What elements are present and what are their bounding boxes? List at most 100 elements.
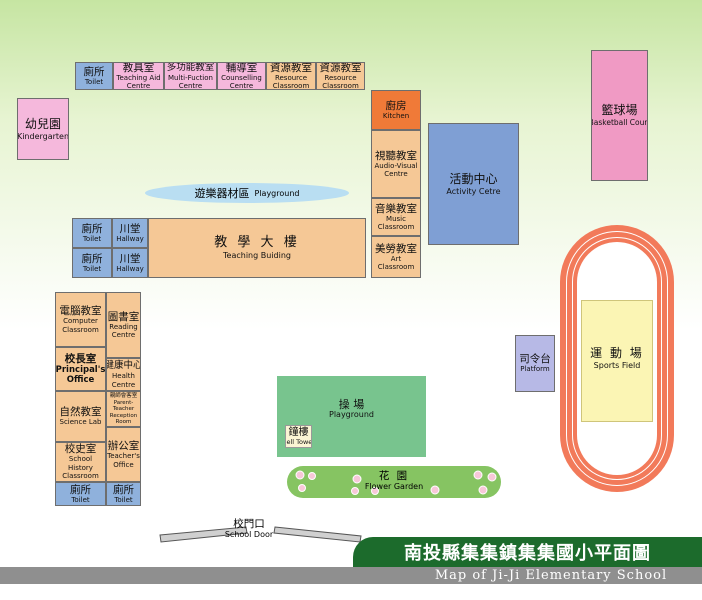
teacher-office[interactable]: 辦公室 Teacher's Office (106, 427, 141, 482)
playground-equipment-area[interactable]: 遊樂器材區 Playground (145, 183, 349, 203)
principal-office[interactable]: 校長室 Principal's Office (55, 347, 106, 391)
room-label-zh: 幼兒園 (24, 116, 61, 131)
hallway-1[interactable]: 川堂 Hallway (112, 218, 148, 248)
room-label-zh: 資源教室 (270, 62, 312, 74)
room-label-en: Health Centre (111, 372, 136, 389)
toilet-left-block-1[interactable]: 廁所 Toilet (55, 482, 106, 506)
reading-centre[interactable]: 圖書室 Reading Centre (106, 292, 141, 358)
room-label-zh: 花 園 (378, 470, 410, 482)
school-door-zh: 校門口 (233, 518, 265, 530)
room-label-zh: 多功能教室 (166, 62, 215, 73)
room-label-en: Activity Cetre (446, 186, 501, 196)
room-label-zh: 廁所 (81, 252, 103, 265)
room-label-zh: 健康中心 (106, 360, 141, 371)
room-label-en: Music Classroom (377, 214, 415, 232)
school-door-en: School Door (224, 530, 274, 539)
room-label-en: Parent-Teacher Reception Room (109, 399, 138, 426)
room-label-en: Basketball Court (591, 118, 648, 127)
room-label-en: Playground (329, 410, 374, 419)
room-label-zh: 音樂教室 (375, 202, 417, 215)
room-label-zh: 活動中心 (449, 171, 498, 186)
room-label-zh: 自然教室 (59, 406, 102, 419)
room-label-zh: 司令台 (519, 353, 551, 366)
kitchen[interactable]: 廚房 Kitchen (371, 90, 421, 130)
activity-centre[interactable]: 活動中心 Activity Cetre (428, 123, 519, 245)
toilet-teaching-2[interactable]: 廁所 Toilet (72, 248, 112, 278)
teaching-building[interactable]: 教 學 大 樓 Teaching Buiding (148, 218, 366, 278)
toilet-left-block-2[interactable]: 廁所 Toilet (106, 482, 141, 506)
room-label-zh: 教具室 (122, 62, 155, 74)
room-label-zh: 辦公室 (107, 440, 140, 452)
art-classroom[interactable]: 美勞教室 Art Classroom (371, 236, 421, 278)
room-label-en: Resource Classroom (322, 73, 359, 90)
room-label-en: Reading Centre (109, 322, 138, 340)
room-label-en: Multi-Fuction Centre (168, 73, 213, 90)
room-label-en: Hallway (116, 264, 144, 273)
room-label-en: Computer Classroom (62, 317, 99, 334)
school-history-classroom[interactable]: 校史室 School History Classroom (55, 442, 106, 482)
room-label-en: Teaching Buiding (223, 251, 291, 260)
room-label-en: Art Classroom (377, 254, 415, 272)
room-label-zh: 美勞教室 (375, 242, 417, 255)
basketball-court[interactable]: 籃球場 Basketball Court (591, 50, 648, 181)
bell-tower[interactable]: 鐘樓 Bell Tower (285, 425, 312, 448)
room-label-zh: 輔導室 (225, 62, 258, 74)
room-label-zh: 廁所 (70, 483, 91, 496)
playground-label-zh: 遊樂器材區 (194, 187, 250, 200)
title-english-wrap: Map of Ji-Ji Elementary School (400, 567, 702, 584)
room-label-zh: 教 學 大 樓 (214, 235, 300, 250)
room-label-en: Platform (520, 365, 550, 374)
room-label-en: Resource Classroom (272, 73, 310, 90)
audio-visual-centre[interactable]: 視聽教室 Audio-Visual Centre (371, 130, 421, 198)
room-label-zh: 親師會客室 (109, 392, 138, 399)
resource-classroom-1[interactable]: 資源教室 Resource Classroom (266, 62, 316, 90)
room-label-zh: 校史室 (64, 443, 97, 456)
room-label-zh: 廁所 (113, 483, 134, 496)
sports-field[interactable]: 運 動 場 Sports Field (581, 300, 653, 422)
room-label-en: Teacher's Office (107, 452, 140, 469)
room-label-en: Flower Garden (364, 482, 424, 491)
room-label-zh: 運 動 場 (590, 346, 644, 360)
room-label-en: Toilet (71, 495, 90, 504)
room-label-zh: 廁所 (81, 222, 103, 235)
toilet-top[interactable]: 廁所 Toilet (75, 62, 113, 90)
room-label-en: Kindergarten (17, 131, 69, 141)
school-door-label[interactable]: 校門口 School Door (205, 518, 293, 540)
teaching-aid-centre[interactable]: 教具室 Teaching Aid Centre (113, 62, 164, 90)
platform[interactable]: 司令台 Platform (515, 335, 555, 392)
room-label-en: Toilet (82, 234, 102, 243)
room-label-zh: 廁所 (83, 65, 105, 78)
room-label-zh: 籃球場 (601, 103, 638, 117)
resource-classroom-2[interactable]: 資源教室 Resource Classroom (316, 62, 365, 90)
room-label-en: Teaching Aid Centre (116, 73, 161, 90)
central-playground[interactable]: 操 場 Playground (277, 376, 426, 457)
room-label-en: Science Lab (59, 418, 102, 427)
music-classroom[interactable]: 音樂教室 Music Classroom (371, 198, 421, 236)
school-gate-walls (159, 526, 362, 543)
room-label-zh: 校長室 (64, 353, 97, 365)
room-label-en: Toilet (114, 495, 133, 504)
kindergarten[interactable]: 幼兒園 Kindergarten (17, 98, 69, 160)
flower-garden[interactable]: 花 園 Flower Garden (287, 466, 501, 498)
room-label-zh: 操 場 (338, 398, 365, 411)
room-label-en: Kitchen (382, 111, 410, 120)
flower-garden-label: 花 園 Flower Garden (287, 470, 501, 492)
room-label-en: Hallway (116, 234, 144, 243)
room-label-en: Toilet (84, 77, 104, 86)
science-lab[interactable]: 自然教室 Science Lab (55, 391, 106, 442)
computer-classroom[interactable]: 電腦教室 Computer Classroom (55, 292, 106, 347)
room-label-zh: 廚房 (385, 99, 407, 112)
health-centre[interactable]: 健康中心 Health Centre (106, 358, 141, 391)
parent-teacher-reception-room[interactable]: 親師會客室 Parent-Teacher Reception Room (106, 391, 141, 427)
room-label-zh: 圖書室 (107, 310, 140, 323)
room-label-en: School History Classroom (62, 455, 99, 481)
toilet-teaching-1[interactable]: 廁所 Toilet (72, 218, 112, 248)
room-label-zh: 電腦教室 (59, 305, 102, 317)
room-label-en: Audio-Visual Centre (374, 161, 418, 179)
counselling-centre[interactable]: 輔導室 Counselling Centre (217, 62, 266, 90)
room-label-en: Principal's Office (55, 365, 106, 385)
title-banner: 南投縣集集鎮集集國小平面圖 (353, 537, 702, 567)
multi-function-centre[interactable]: 多功能教室 Multi-Fuction Centre (164, 62, 217, 90)
hallway-2[interactable]: 川堂 Hallway (112, 248, 148, 278)
